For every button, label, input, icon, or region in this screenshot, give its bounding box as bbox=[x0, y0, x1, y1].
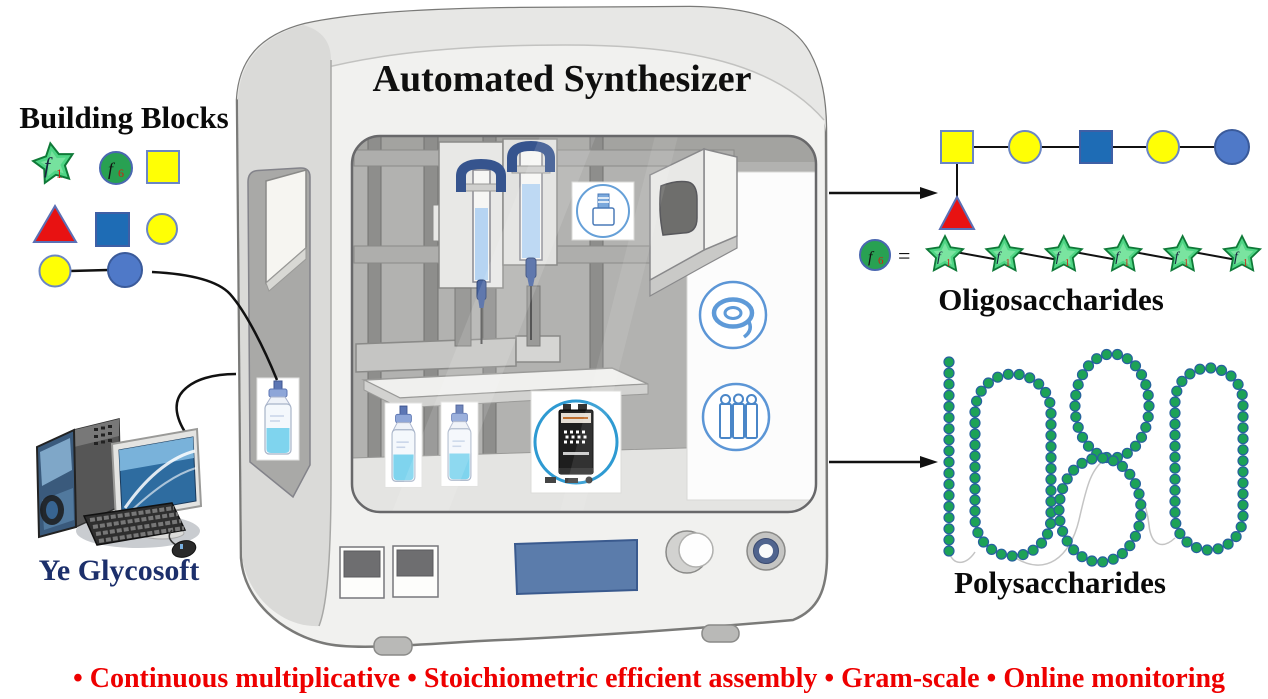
reagent-bottle-side bbox=[256, 377, 300, 461]
bead-figure-1080 bbox=[943, 348, 1249, 568]
svg-text:=: = bbox=[898, 243, 910, 268]
detector-card bbox=[530, 390, 622, 494]
svg-text:f: f bbox=[44, 153, 53, 178]
control-knob[interactable] bbox=[665, 530, 714, 574]
chain-blue-circle bbox=[1214, 129, 1250, 165]
syringe-right bbox=[507, 140, 555, 340]
svg-text:f: f bbox=[1175, 250, 1181, 265]
computer: Ye Glycosoft bbox=[35, 418, 203, 587]
front-panel bbox=[339, 530, 786, 656]
svg-text:1: 1 bbox=[1065, 258, 1070, 269]
machine-title: Automated Synthesizer bbox=[373, 58, 752, 100]
monosaccharide-star bbox=[31, 141, 75, 185]
footer-highlights: • Continuous multiplicative • Stoichiome… bbox=[73, 663, 1225, 694]
building-blocks: Building Blocks f 1 f 6 bbox=[19, 100, 229, 288]
lcd-screen bbox=[513, 538, 638, 596]
chain-red-triangle bbox=[938, 194, 976, 230]
svg-text:6: 6 bbox=[878, 255, 884, 267]
chamber-frame bbox=[350, 134, 818, 514]
monosaccharide-yellow-square bbox=[146, 150, 180, 184]
machine-foot-left bbox=[373, 636, 413, 656]
mouse bbox=[168, 529, 197, 558]
chain-yellow-square bbox=[940, 130, 974, 164]
arrow-to-oligosaccharides bbox=[829, 187, 938, 199]
vials-icon bbox=[701, 382, 771, 452]
svg-text:f: f bbox=[1115, 250, 1121, 265]
svg-text:1: 1 bbox=[1184, 258, 1189, 269]
svg-text:f: f bbox=[1056, 250, 1062, 265]
oligosaccharides-title: Oligosaccharides bbox=[938, 282, 1164, 317]
power-port bbox=[746, 531, 786, 571]
arrow-to-polysaccharides bbox=[829, 456, 938, 468]
left-side-panel bbox=[247, 167, 311, 499]
chamber-hood bbox=[649, 147, 738, 298]
syringe-left bbox=[456, 158, 506, 344]
monosaccharide-blue-square bbox=[95, 212, 130, 247]
monosaccharide-red-triangle bbox=[32, 204, 78, 243]
chain-blue-square bbox=[1079, 130, 1113, 164]
machine-foot-right bbox=[701, 624, 740, 643]
svg-text:f: f bbox=[868, 249, 875, 266]
tower bbox=[35, 418, 122, 539]
f6-definition: f 6 = bbox=[859, 239, 910, 271]
svg-text:6: 6 bbox=[118, 166, 124, 180]
build-platform bbox=[361, 367, 649, 409]
wire-blocks-to-machine bbox=[151, 270, 279, 381]
glycan-chain bbox=[956, 146, 1215, 198]
svg-text:f: f bbox=[996, 250, 1002, 265]
polysaccharides: Polysaccharides bbox=[829, 348, 1249, 600]
synthesizer-machine: Automated Synthesizer bbox=[235, 5, 829, 656]
chain-yellow-circle-1 bbox=[1008, 130, 1042, 164]
wire-computer-to-machine bbox=[175, 372, 237, 439]
polysaccharides-title: Polysaccharides bbox=[954, 565, 1166, 600]
hood-handle bbox=[659, 180, 698, 236]
monosaccharide-green-circle: f 6 bbox=[99, 151, 133, 185]
chain-yellow-circle-2 bbox=[1146, 130, 1180, 164]
svg-text:1: 1 bbox=[56, 166, 63, 181]
monosaccharide-yellow-circle bbox=[146, 213, 178, 245]
building-blocks-title: Building Blocks bbox=[19, 100, 228, 135]
svg-text:f: f bbox=[108, 159, 116, 179]
computer-label: Ye Glycosoft bbox=[39, 554, 200, 587]
svg-text:1: 1 bbox=[946, 258, 951, 269]
svg-text:f: f bbox=[1234, 250, 1240, 265]
svg-text:1: 1 bbox=[1124, 258, 1129, 269]
tubing-coil-icon bbox=[698, 280, 768, 350]
svg-text:f: f bbox=[937, 250, 943, 265]
svg-text:1: 1 bbox=[1243, 258, 1248, 269]
keyboard bbox=[82, 502, 187, 546]
svg-text:1: 1 bbox=[1005, 258, 1010, 269]
disaccharide bbox=[38, 252, 143, 288]
bottle-icon-card bbox=[571, 181, 635, 241]
machine-top-face bbox=[237, 7, 826, 132]
